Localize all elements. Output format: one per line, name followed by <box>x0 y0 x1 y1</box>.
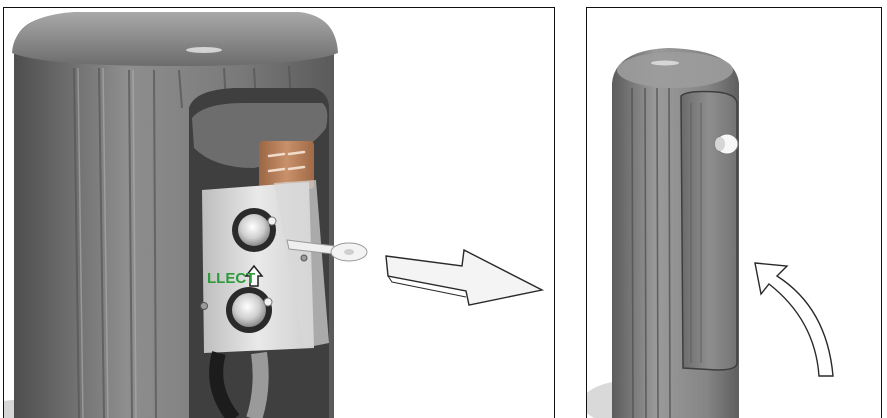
housing-ribs <box>631 87 671 418</box>
door-lock-knob <box>715 133 739 155</box>
key <box>286 239 368 262</box>
housing-cap <box>12 12 338 66</box>
cable <box>209 351 240 418</box>
illustration-panel-closed-meter <box>586 7 882 418</box>
close-door-arrow <box>754 262 834 377</box>
open-meter-box-illustration: LLECT <box>4 12 545 418</box>
upper-dial-knob <box>232 208 277 252</box>
brand-lettering: LLECT <box>207 270 255 287</box>
meter-door <box>680 90 738 371</box>
up-arrow-marking <box>244 264 264 287</box>
lower-dial-knob <box>226 287 273 333</box>
illustration-panel-open-meter: LLECT <box>3 7 555 418</box>
withdraw-arrow <box>385 248 545 306</box>
closed-meter-box-illustration <box>587 48 834 418</box>
